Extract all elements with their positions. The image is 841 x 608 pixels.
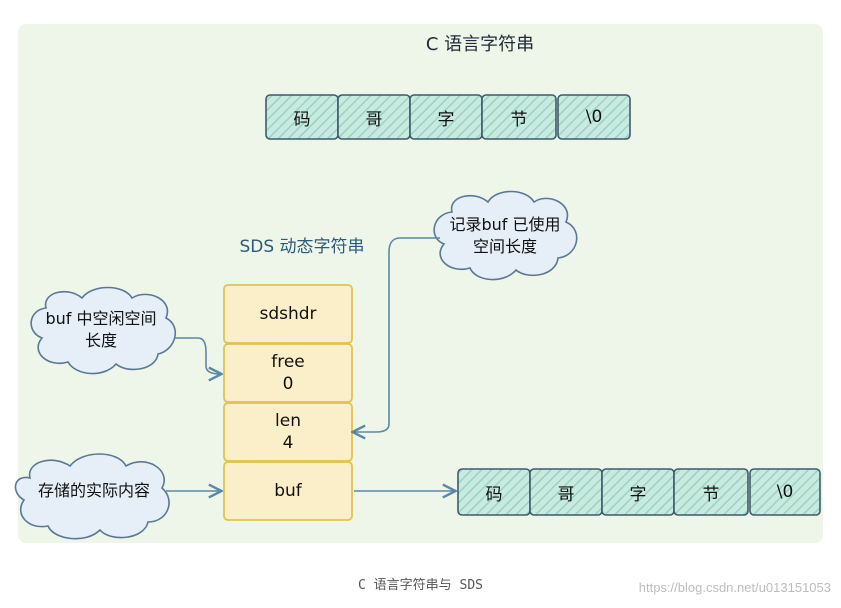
len-value: 4 xyxy=(282,433,294,453)
c-cell-label-2: 字 xyxy=(437,109,455,130)
buf-field: buf xyxy=(224,462,352,520)
free-label: free xyxy=(271,352,305,372)
c-cell-label-0: 码 xyxy=(293,109,311,130)
c-cell-label-3: 节 xyxy=(510,109,528,130)
c-string-array xyxy=(265,94,631,140)
sdshdr-text: sdshdr xyxy=(259,304,317,324)
buf-cell-label-2: 字 xyxy=(629,484,647,505)
sdshdr-box xyxy=(223,284,353,344)
buf-note: 存储的实际内容 xyxy=(37,481,150,500)
c-cell-label-1: 哥 xyxy=(365,109,383,130)
sds-buf-array xyxy=(457,468,821,516)
buf-cell-label-3: 节 xyxy=(702,484,720,505)
len-note-line2: 空间长度 xyxy=(472,237,537,256)
free-note-cloud xyxy=(30,286,177,375)
free-field: free 0 xyxy=(224,344,352,402)
len-note-cloud xyxy=(433,190,578,281)
buf-note-cloud xyxy=(14,453,170,540)
c-cell-4 xyxy=(557,94,631,140)
free-note-line2: 长度 xyxy=(84,331,117,350)
buf-cell-label-1: 哥 xyxy=(557,484,575,505)
free-value: 0 xyxy=(282,374,294,394)
watermark: https://blog.csdn.net/u013151053 xyxy=(638,580,831,595)
len-note: 记录buf 已使用 空间长度 xyxy=(430,214,580,258)
buf-label: buf xyxy=(274,481,302,501)
buf-cell-label-4: \0 xyxy=(776,482,794,502)
free-note-arrow xyxy=(174,337,220,374)
buf-box xyxy=(223,461,353,521)
buf-cell-4 xyxy=(749,468,821,516)
sds-title: SDS 动态字符串 xyxy=(239,237,365,257)
c-cell-3 xyxy=(481,94,557,140)
buf-cell-3 xyxy=(673,468,749,516)
free-note: buf 中空闲空间 长度 xyxy=(28,308,174,352)
len-field: len 4 xyxy=(224,403,352,461)
buf-cell-label-0: 码 xyxy=(485,484,503,505)
sds-struct xyxy=(223,284,353,521)
sdshdr-label: sdshdr xyxy=(224,285,352,343)
free-box xyxy=(223,343,353,403)
c-cell-label-4: \0 xyxy=(585,107,603,127)
c-string-title: C 语言字符串 xyxy=(425,34,535,55)
len-label: len xyxy=(275,411,301,431)
free-note-line1: buf 中空闲空间 xyxy=(45,309,157,328)
figure-caption: C 语言字符串与 SDS xyxy=(358,578,483,593)
len-note-line1: 记录buf 已使用 xyxy=(449,215,561,234)
len-note-arrow xyxy=(354,237,440,432)
